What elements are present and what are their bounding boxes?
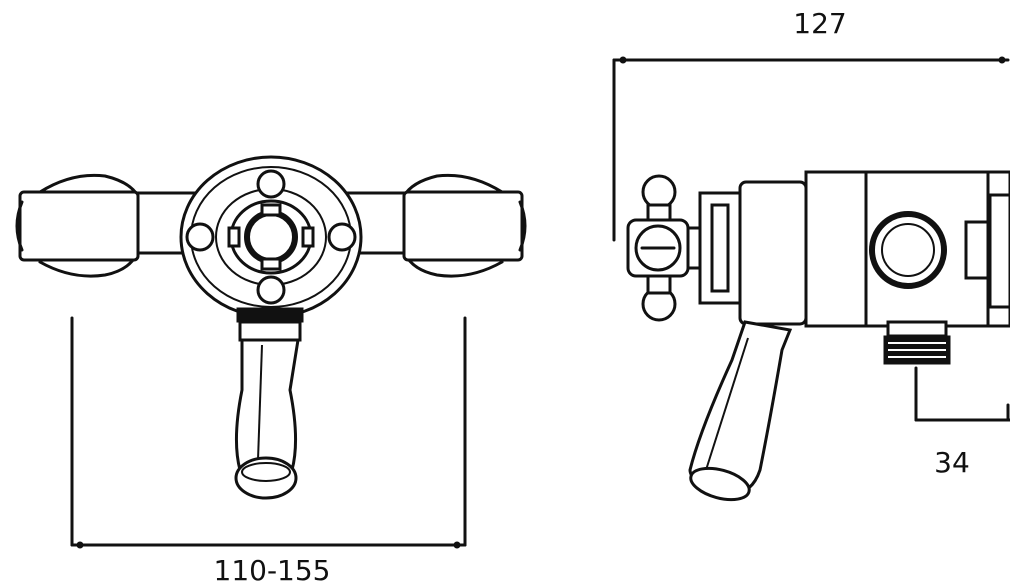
side-lever-handle [688, 320, 793, 502]
side-view: 127 [612, 7, 1010, 502]
side-length-label: 127 [793, 7, 846, 40]
right-control-handle [402, 173, 527, 278]
front-lever-handle [234, 307, 304, 500]
front-width-dimension [70, 316, 467, 549]
front-view: 110-155 [15, 155, 527, 582]
outlet-offset-label: 34 [934, 446, 970, 479]
side-length-dimension [612, 56, 1010, 242]
outlet-offset-dimension [914, 366, 1010, 422]
side-valve-body [804, 170, 1010, 328]
front-width-label: 110-155 [214, 554, 331, 582]
left-control-handle [15, 173, 140, 278]
side-shroud [738, 180, 808, 326]
side-cross-handle [626, 174, 702, 322]
side-outlet-connector [883, 320, 951, 365]
centre-dial [179, 155, 363, 319]
side-collar-inner [710, 203, 730, 293]
